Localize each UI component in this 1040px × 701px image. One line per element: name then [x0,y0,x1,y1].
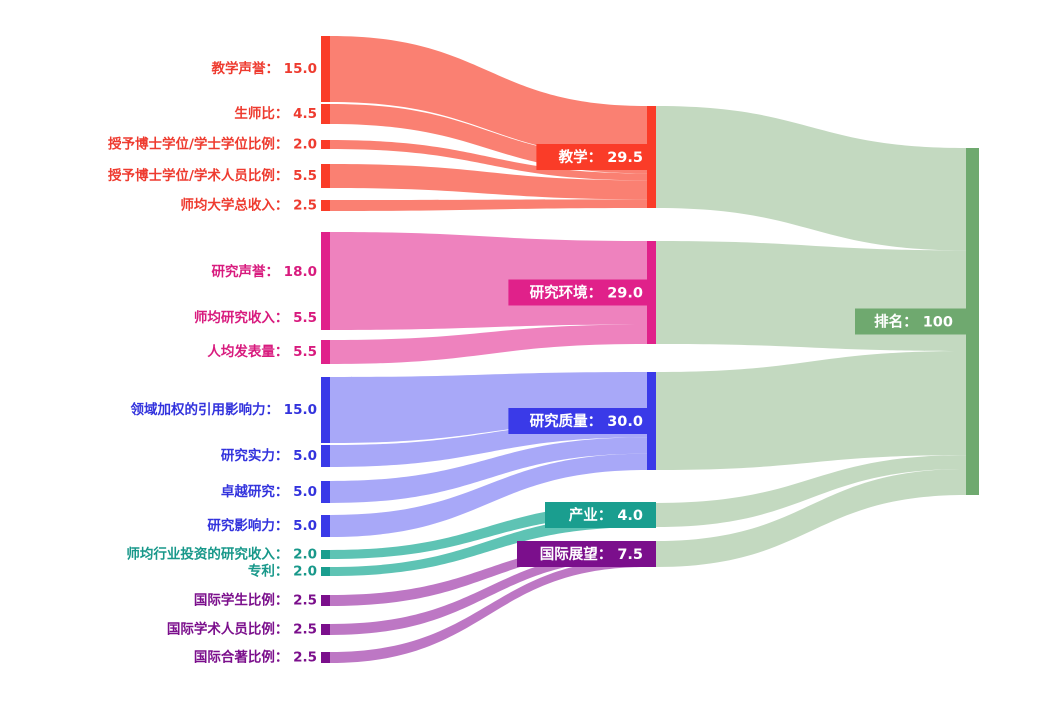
node-label-text: 国际展望： 7.5 [540,545,643,563]
sankey-node-bar[interactable] [321,550,330,559]
sankey-link [330,324,647,364]
sankey-link [330,304,647,330]
source-node-label: 研究实力： 5.0 [221,447,317,464]
node-label-pill [545,502,656,528]
source-node-label: 国际学术人员比例： 2.5 [167,621,317,638]
sankey-link [656,350,966,470]
node-label-pill [536,144,656,170]
node-label-text: 研究质量： 30.0 [530,412,643,430]
node-label-pill [508,279,656,306]
sankey-node-bar[interactable] [321,340,330,364]
source-node-label: 师均大学总收入： 2.5 [180,197,317,214]
node-label-pill [508,408,656,434]
sankey-link [330,515,647,576]
source-node-label: 教学声誉： 15.0 [211,60,317,77]
sankey-link [330,549,647,635]
sankey-node-bar[interactable] [321,104,330,124]
sankey-node-bar[interactable] [321,232,330,312]
source-node-label: 师均研究收入： 5.5 [194,309,317,326]
node-label-text: 教学： 29.5 [558,148,643,166]
sankey-link [330,558,647,663]
sankey-node-bar[interactable] [321,595,330,606]
sankey-link [656,468,966,567]
source-node-label: 师均行业投资的研究收入： 2.0 [126,546,317,563]
label-layer: 教学声誉： 15.0 生师比： 4.5 授予博士学位/学士学位比例： 2.0 授予博士… [108,60,966,666]
source-node-label: 领域加权的引用影响力： 15.0 [130,401,317,418]
sankey-link [330,453,647,537]
sankey-node-bar[interactable] [321,652,330,663]
sankey-node-bar[interactable] [321,164,330,188]
sankey-link [330,164,647,200]
sankey-node-bar[interactable] [321,306,330,330]
source-node-label: 授予博士学位/学术人员比例： 5.5 [108,167,317,184]
sankey-link [330,372,647,443]
sankey-node-bar[interactable] [321,377,330,443]
source-node-label: 国际合著比例： 2.5 [194,649,317,666]
sankey-node-bar[interactable] [321,515,330,537]
sankey-link [330,140,647,181]
sankey-link [656,455,966,527]
source-node-label: 研究声誉： 18.0 [211,263,317,280]
node-label-pill [855,308,966,335]
sankey-node-bar[interactable] [966,148,979,495]
source-node-label: 卓越研究： 5.0 [221,483,317,500]
source-node-label: 生师比： 4.5 [234,105,317,122]
source-node-label: 授予博士学位/学士学位比例： 2.0 [108,136,317,153]
source-node-label: 专利： 2.0 [248,563,317,580]
node-label-pill [517,541,656,567]
sankey-link [656,106,966,251]
source-node-label: 国际学生比例： 2.5 [194,592,317,609]
sankey-node-bar[interactable] [321,36,330,102]
sankey-node-bar[interactable] [321,624,330,635]
sankey-link [330,199,647,211]
node-label-text: 产业： 4.0 [569,506,643,524]
sankey-link [330,437,647,503]
sankey-node-bar[interactable] [321,567,330,576]
link-layer [330,36,966,663]
sankey-node-bar[interactable] [321,481,330,503]
source-node-label: 人均发表量： 5.5 [207,343,317,360]
sankey-node-bar[interactable] [321,140,330,149]
sankey-node-bar[interactable] [321,200,330,211]
sankey-link [330,541,647,606]
node-label-text: 排名： 100 [874,313,953,331]
node-label-text: 研究环境： 29.0 [530,284,643,302]
source-node-label: 研究影响力： 5.0 [207,517,317,534]
sankey-node-bar[interactable] [321,445,330,467]
sankey-link [330,36,647,158]
